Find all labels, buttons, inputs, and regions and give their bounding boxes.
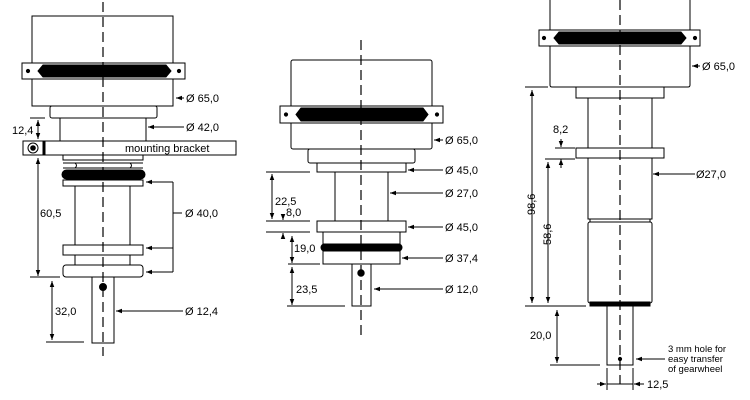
- label-d-neck: Ø 27,0: [445, 188, 478, 200]
- label-h-lower: 58,6: [542, 224, 554, 245]
- drawing-variant-2: Ø 65,0 Ø 45,0 Ø 27,0 Ø 45,0 Ø 37,4 Ø 12,…: [266, 40, 478, 335]
- o-ring: [320, 243, 403, 252]
- label-h-shaft: 32,0: [55, 306, 76, 318]
- screw-hole: [692, 35, 698, 41]
- connector-slot: [295, 107, 429, 122]
- drawing-variant-1: Ø 65,0 Ø 42,0 12,4 mounting bracket 60,5…: [12, 2, 237, 356]
- label-h-total: 98,6: [526, 194, 538, 215]
- label-h-neck: 22,5: [275, 196, 296, 208]
- label-hole-note-line-3: of gearwheel: [668, 364, 722, 375]
- label-d-shaft: 12,5: [647, 379, 668, 391]
- label-h-ring: 19,0: [294, 243, 315, 255]
- screw-hole: [434, 112, 440, 117]
- label-h-neck: 12,4: [12, 125, 33, 137]
- label-d-shaft: Ø 12,0: [445, 284, 478, 296]
- label-h-shaft: 23,5: [296, 284, 317, 296]
- label-hole-note-line-1: 3 mm hole for: [668, 344, 726, 355]
- screw-hole: [283, 112, 289, 117]
- label-d-body: Ø 65,0: [702, 61, 735, 73]
- bracket-bolt-nut: [42, 141, 46, 155]
- label-d-body: Ø 65,0: [186, 93, 219, 105]
- label-hole-note-line-2: easy transfer: [668, 354, 723, 365]
- screw-hole: [541, 35, 547, 41]
- label-d-body: Ø 65,0: [445, 135, 478, 147]
- drawing-variant-3: Ø 65,0 Ø27,0 8,2 98,6 58,6 20,0 3 mm hol…: [525, 0, 735, 391]
- label-d-flange-top: Ø 45,0: [445, 165, 478, 177]
- label-h-shaft: 20,0: [530, 330, 551, 342]
- motor-body: [31, 15, 174, 107]
- label-d-ring: Ø 37,4: [445, 253, 478, 265]
- label-d-rings: Ø 40,0: [185, 208, 218, 220]
- screw-hole: [176, 68, 182, 74]
- screw-hole: [25, 68, 31, 74]
- connector-slot: [37, 64, 172, 78]
- bracket-bolt-center: [30, 145, 36, 151]
- label-d-shaft: Ø 12,4: [185, 306, 218, 318]
- label-h-collar: 8,2: [553, 124, 568, 136]
- label-mounting-bracket: mounting bracket: [125, 143, 209, 155]
- label-h-flange: 8,0: [286, 207, 301, 219]
- label-d-tube: Ø27,0: [696, 169, 726, 181]
- label-d-flange-bottom: Ø 45,0: [445, 222, 478, 234]
- label-d-neck: Ø 42,0: [186, 122, 219, 134]
- label-h-body: 60,5: [40, 208, 61, 220]
